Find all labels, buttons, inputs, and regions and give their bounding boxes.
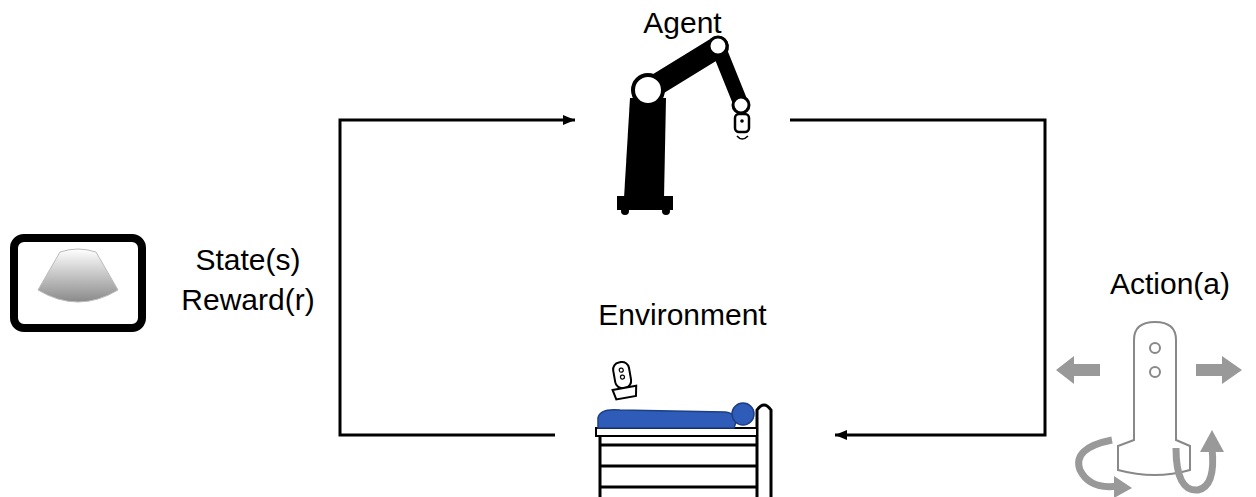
tablet-illustration xyxy=(14,238,142,328)
node-title: Environment xyxy=(555,298,810,332)
probe-action-illustration xyxy=(1056,322,1242,497)
node-title: Agent xyxy=(575,6,790,40)
edge-label: Action(a) xyxy=(1090,264,1250,304)
flow-arrow xyxy=(790,120,1045,435)
connector-layer xyxy=(340,120,1045,435)
flow-arrow xyxy=(340,120,575,435)
edge-label: State(s) Reward(r) xyxy=(163,240,333,320)
patient-bed-illustration xyxy=(596,360,771,497)
agent-node: Agent xyxy=(575,0,790,215)
environment-node: Environment xyxy=(555,290,835,497)
robot-arm-illustration xyxy=(617,37,749,215)
